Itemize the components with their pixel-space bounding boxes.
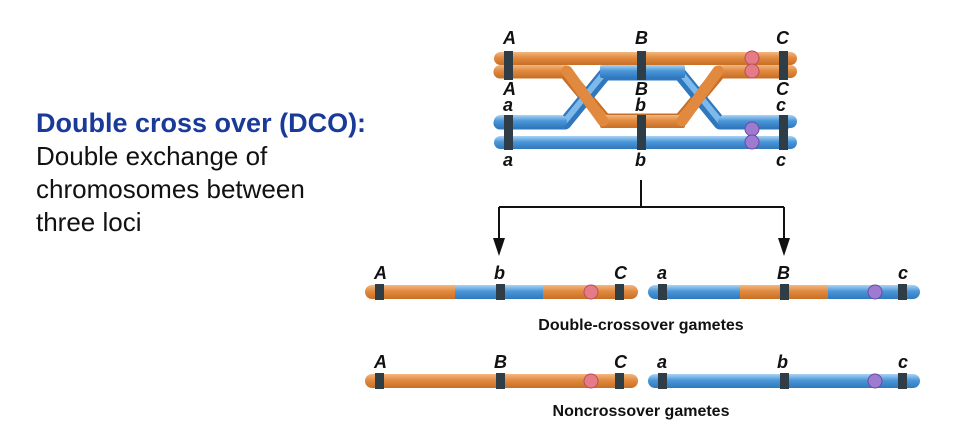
dco-description: Double cross over (DCO): Double exchange… <box>36 106 376 239</box>
nco-gamete-right <box>648 373 920 389</box>
label-bottom-a: a <box>503 150 513 170</box>
centromere-orange-1 <box>744 50 760 66</box>
nco-label-C: C <box>614 352 628 372</box>
dco-gamete-right <box>648 284 920 300</box>
dco-label-c: c <box>898 263 908 283</box>
nco-label-a: a <box>657 352 667 372</box>
label-bottom-b: b <box>635 150 646 170</box>
label-mid-B: B <box>635 79 648 99</box>
centromere-blue-1 <box>744 121 760 137</box>
dco-caption: Double-crossover gametes <box>538 317 744 334</box>
description-line-3: three loci <box>36 207 142 237</box>
description-line-2: chromosomes between <box>36 174 305 204</box>
arrowhead-left <box>493 238 505 256</box>
label-mid-A: A <box>502 79 516 99</box>
dco-label-C: C <box>614 263 628 283</box>
nco-label-B: B <box>494 352 507 372</box>
label-mid-b: b <box>635 95 646 115</box>
nco-caption: Noncrossover gametes <box>553 403 730 420</box>
label-mid-c: c <box>776 95 786 115</box>
centromere-blue-2 <box>744 134 760 150</box>
branch-arrows <box>498 180 785 242</box>
label-mid-C: C <box>776 79 790 99</box>
locus-bands-top <box>504 51 788 150</box>
dco-gamete-left <box>365 284 638 300</box>
dco-heading: Double cross over (DCO): <box>36 108 367 138</box>
dco-label-a: a <box>657 263 667 283</box>
nco-gamete-left <box>365 373 638 389</box>
nco-label-A: A <box>373 352 387 372</box>
dco-label-B: B <box>777 263 790 283</box>
dco-label-b: b <box>494 263 505 283</box>
arrowhead-right <box>778 238 790 256</box>
label-mid-a: a <box>503 95 513 115</box>
label-top-B: B <box>635 28 648 48</box>
description-line-1: Double exchange of <box>36 141 268 171</box>
dco-label-A: A <box>373 263 387 283</box>
nco-label-c: c <box>898 352 908 372</box>
label-top-A: A <box>502 28 516 48</box>
label-bottom-c: c <box>776 150 786 170</box>
label-top-C: C <box>776 28 790 48</box>
nco-label-b: b <box>777 352 788 372</box>
centromere-orange-2 <box>744 63 760 79</box>
